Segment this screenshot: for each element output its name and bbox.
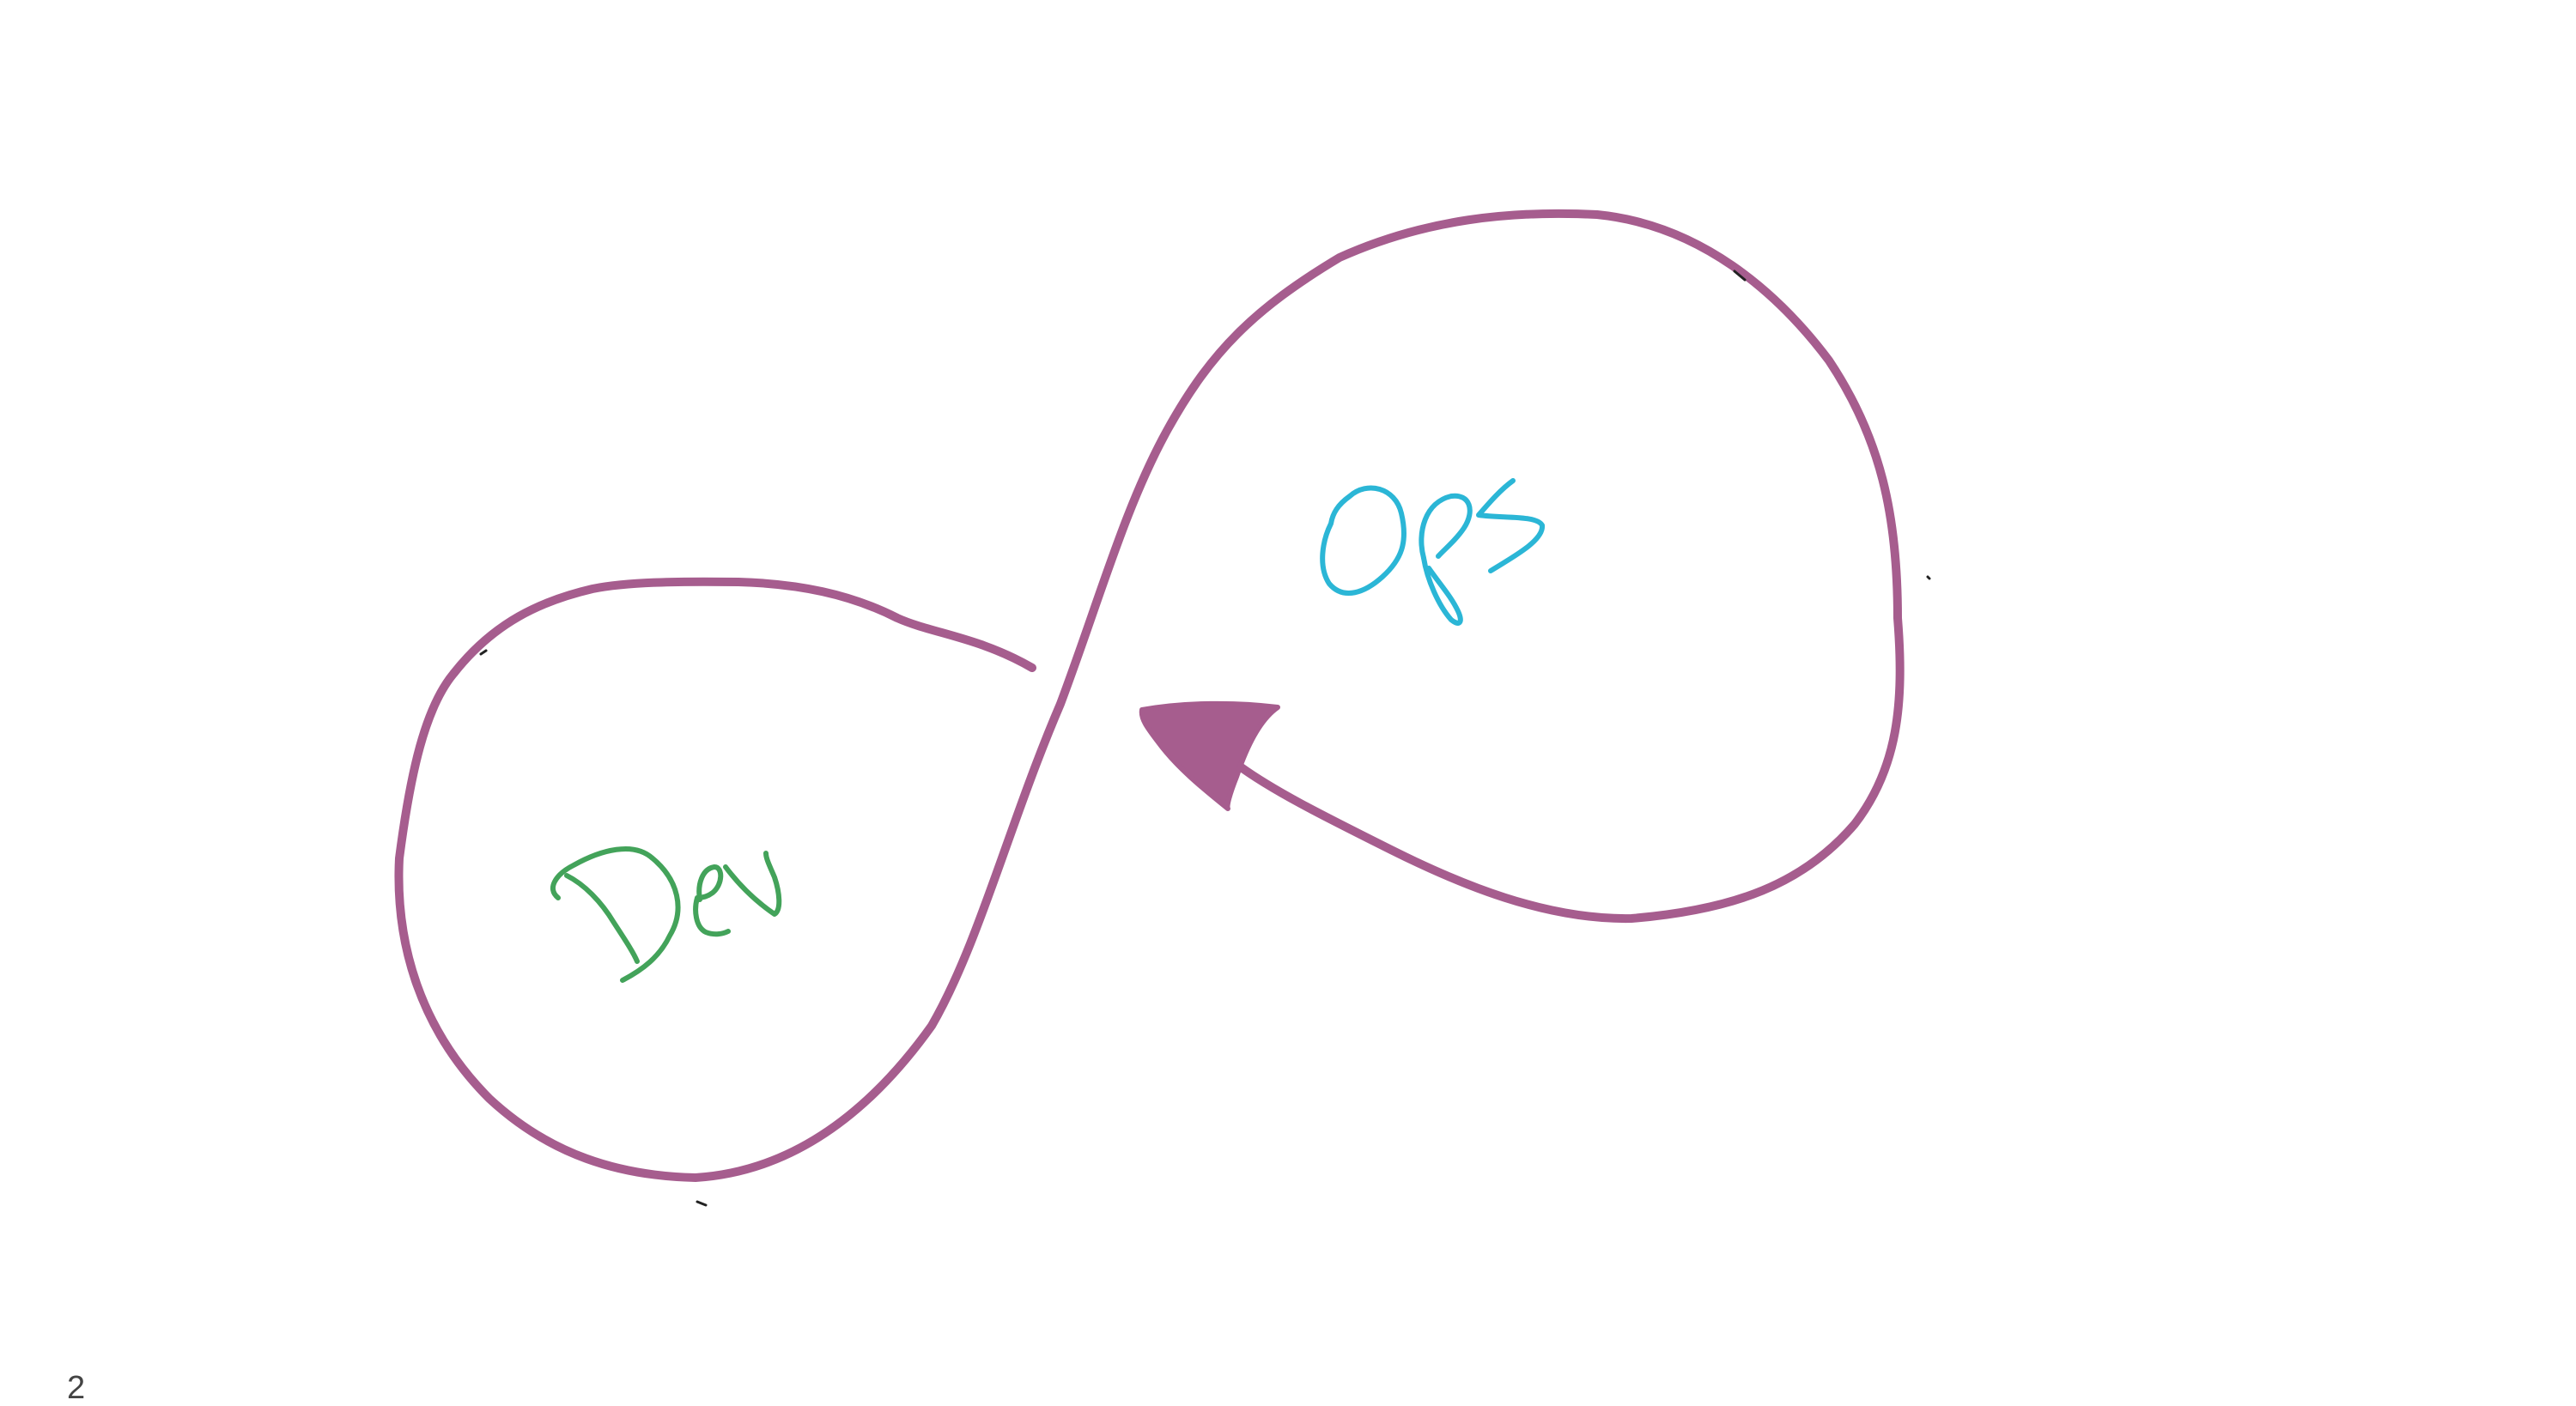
page-number: 2 — [67, 1370, 86, 1406]
infinity-loop-stroke — [394, 209, 1905, 1182]
stray-marks — [479, 270, 1931, 1207]
arrowhead-icon — [1139, 700, 1280, 811]
dev-handwritten-label: Dev — [550, 846, 782, 983]
ops-handwritten-label: Ops — [1320, 478, 1545, 626]
